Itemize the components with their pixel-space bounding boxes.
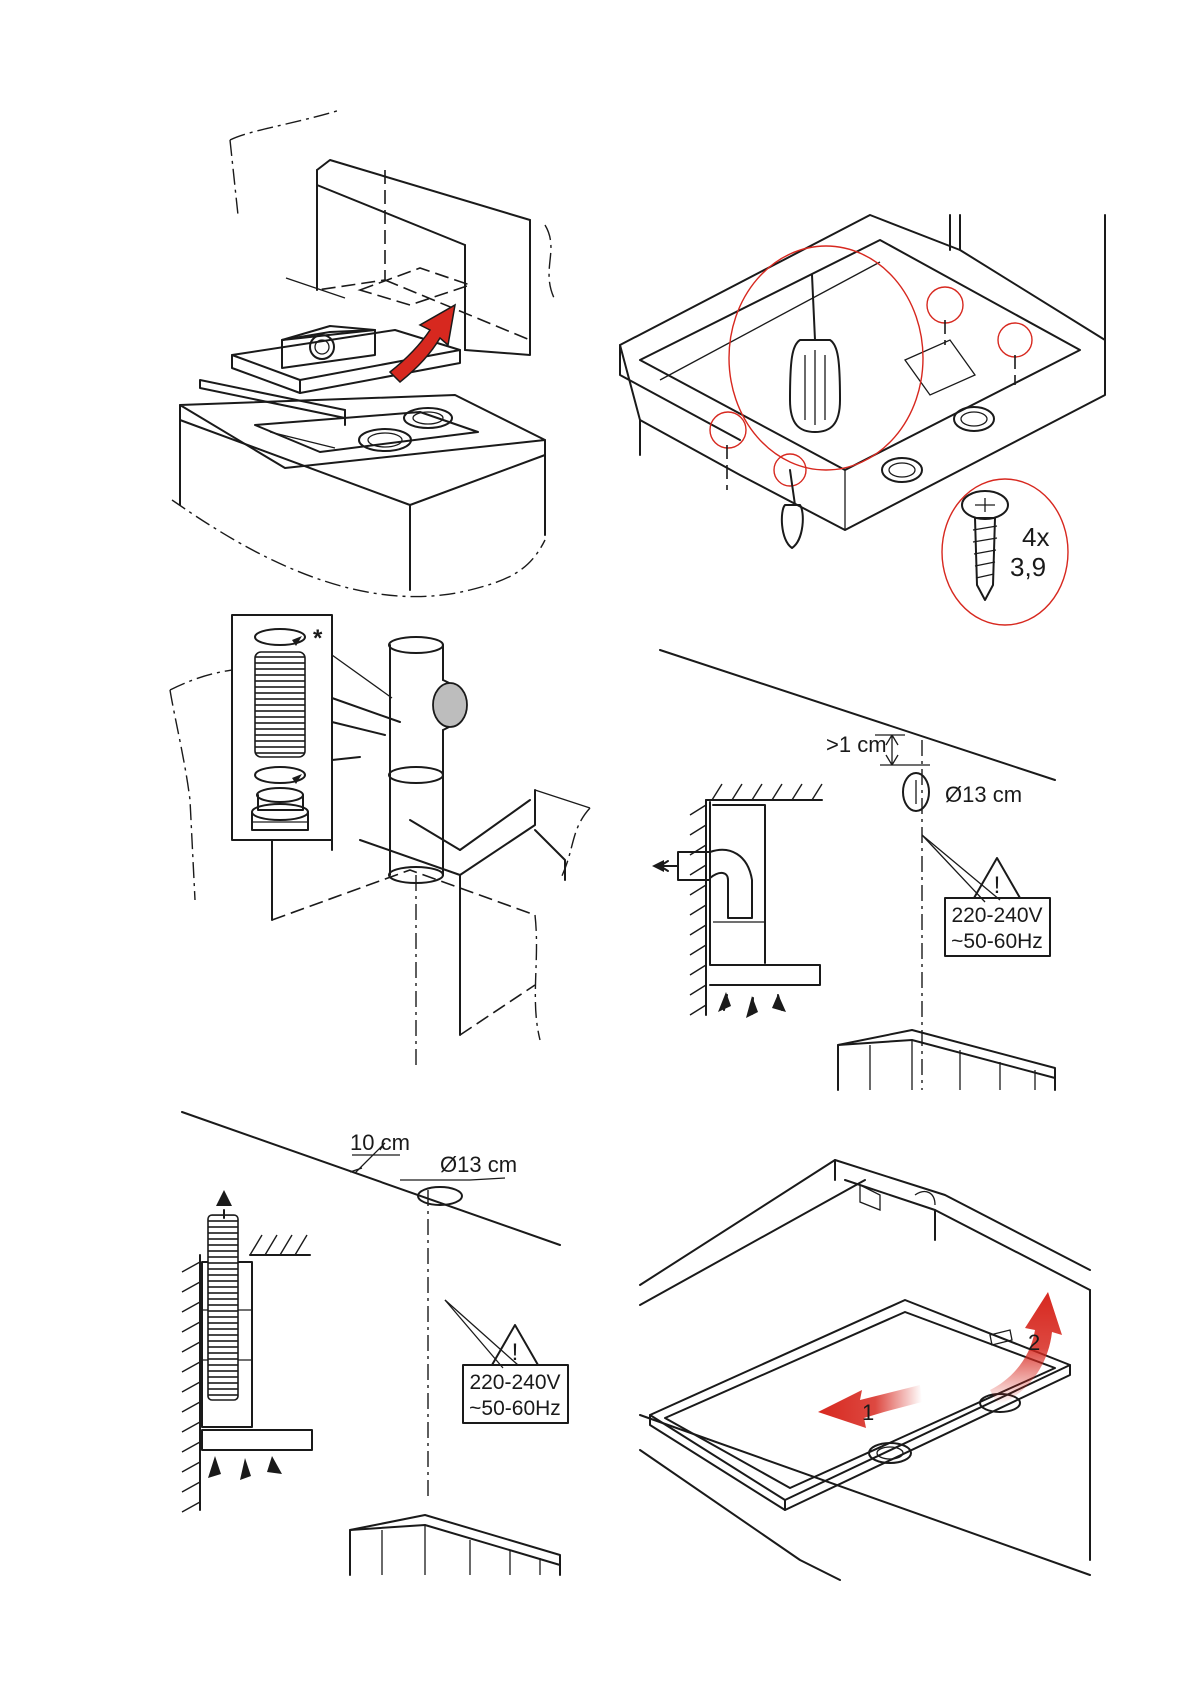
offset-label: 10 cm	[350, 1130, 410, 1155]
duct-tube	[331, 636, 468, 1070]
duct-kit-inset	[231, 614, 333, 841]
diameter-label-5: Ø13 cm	[440, 1152, 517, 1177]
wall-cabinet	[229, 109, 556, 356]
screwdriver-small-icon	[780, 469, 804, 549]
panel-flex-duct: *	[169, 614, 591, 1070]
voltage-label-5: 220-240V	[469, 1371, 560, 1394]
screw-icon	[961, 490, 1009, 601]
panel-install-hood	[171, 109, 556, 598]
diameter-label: Ø13 cm	[945, 782, 1022, 807]
screw-size: 3,9	[1010, 552, 1046, 582]
voltage-label: 220-240V	[951, 904, 1042, 927]
panel-filter-removal: 1 2	[639, 1159, 1091, 1581]
step-1-label: 1	[862, 1400, 874, 1425]
frequency-label-5: ~50-60Hz	[469, 1397, 561, 1420]
footnote-mark: *	[313, 625, 323, 652]
red-up-arrow-icon	[388, 303, 457, 384]
red-lift-arrow-icon	[990, 1292, 1062, 1405]
cooktop-counter	[171, 394, 546, 598]
base-cabinet-4	[837, 1029, 1056, 1091]
svg-text:!: !	[512, 1339, 519, 1366]
base-cabinet-5	[349, 1514, 561, 1576]
screwdriver-icon	[789, 274, 841, 433]
cabinet-underside	[619, 214, 1106, 531]
screw-count: 4x	[1022, 522, 1049, 552]
zoom-circle	[728, 245, 924, 471]
red-slide-arrow-icon	[818, 1385, 922, 1428]
clearance-label: >1 cm	[826, 732, 887, 757]
screw-detail-circle	[941, 478, 1069, 626]
wall-cabinet-flex	[169, 669, 591, 1041]
panel-screw-fixing: 4x 3,9	[619, 214, 1106, 626]
step-2-label: 2	[1028, 1330, 1040, 1355]
svg-text:!: !	[994, 872, 1001, 899]
hood-side-view	[652, 801, 821, 1018]
hood-side-view-5	[201, 1190, 313, 1480]
grease-filter	[649, 1299, 1071, 1511]
wall-hatch	[689, 783, 823, 1016]
cooker-hood	[199, 325, 461, 426]
hood-underside-6	[639, 1159, 1091, 1581]
warning-triangle-icon: !	[973, 857, 1021, 899]
panel-wall-duct: >1 cm Ø13 cm ! 220-240V ~50-60Hz	[652, 649, 1056, 1091]
panel-ceiling-duct: 10 cm Ø13 cm ! 220-240V ~50-60Hz	[181, 1111, 569, 1576]
wall-hatch-5	[181, 1234, 311, 1513]
warning-triangle-icon-5: !	[491, 1324, 539, 1366]
frequency-label: ~50-60Hz	[951, 930, 1043, 953]
